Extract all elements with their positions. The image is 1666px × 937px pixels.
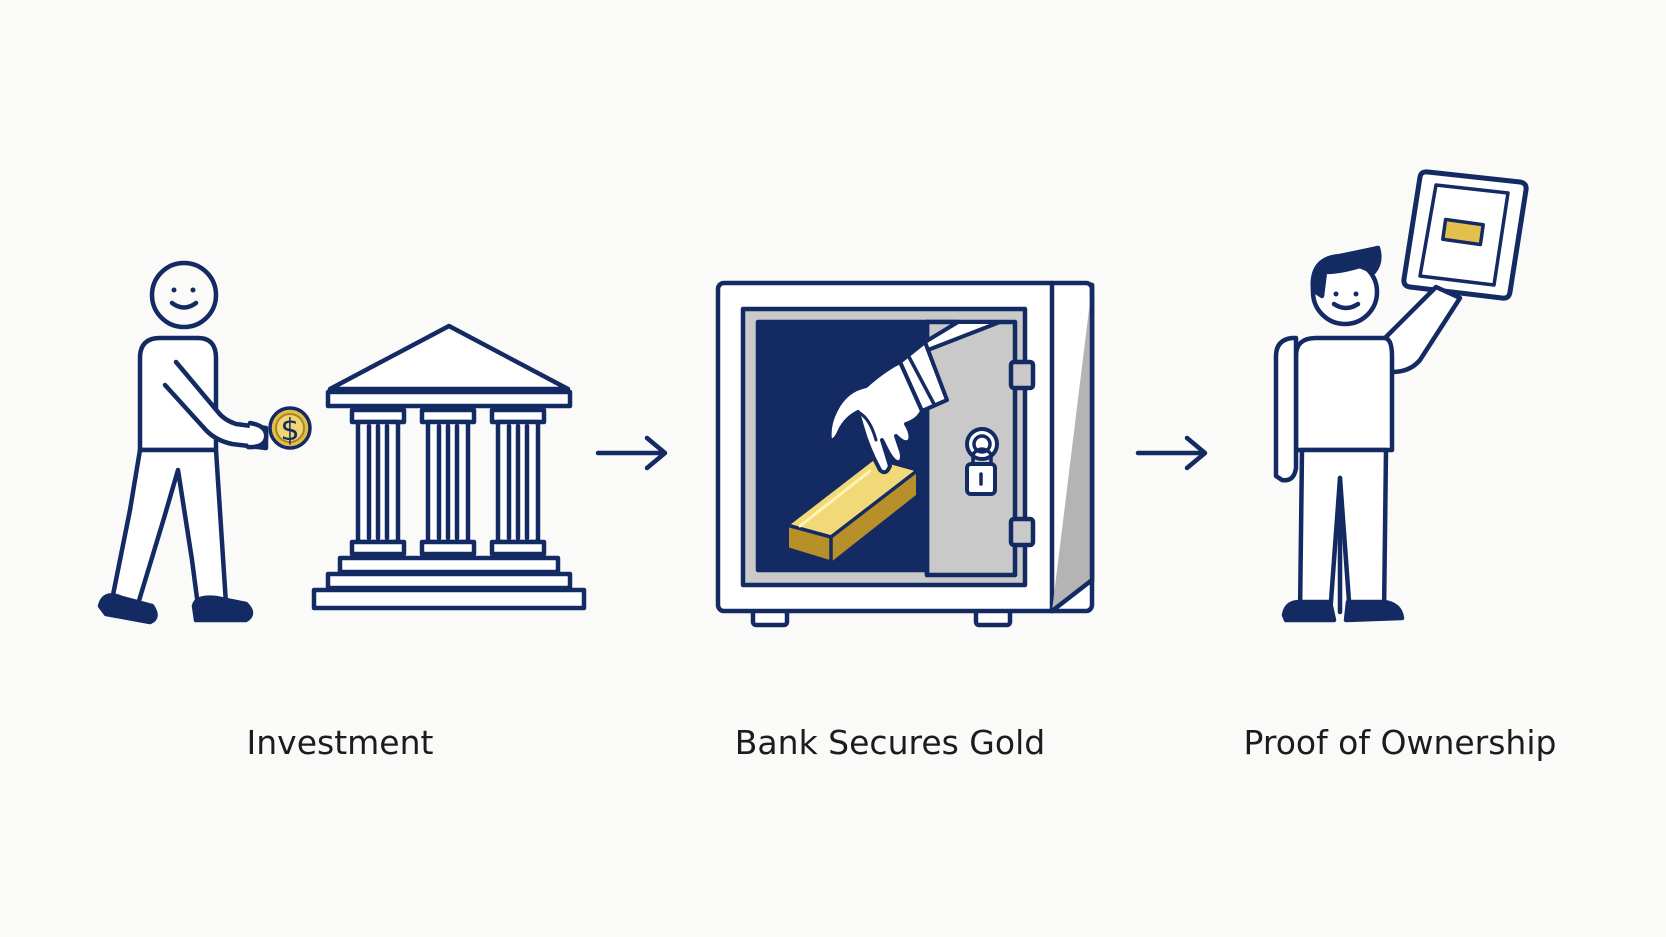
bank-icon	[311, 323, 587, 611]
investor-head	[149, 260, 219, 330]
step-label-bank-secures-gold: Bank Secures Gold	[734, 723, 1046, 762]
hand-icon	[827, 320, 1002, 475]
arrow-right-icon	[1135, 435, 1208, 471]
arrow-right-icon	[595, 435, 668, 471]
certificate-icon	[1401, 169, 1529, 301]
bank-column-left	[349, 407, 407, 557]
coin-icon: $	[268, 406, 312, 450]
bank-column-right	[489, 407, 547, 557]
step-label-investment: Investment	[246, 723, 434, 762]
bank-column-middle	[419, 407, 477, 557]
vault-safe-icon	[715, 280, 1095, 628]
coin-dollar-symbol: $	[280, 413, 299, 448]
investor-person-icon	[97, 260, 269, 625]
step-label-proof-of-ownership: Proof of Ownership	[1243, 723, 1557, 762]
padlock-icon	[965, 427, 999, 496]
owner-person-icon	[1273, 245, 1463, 623]
